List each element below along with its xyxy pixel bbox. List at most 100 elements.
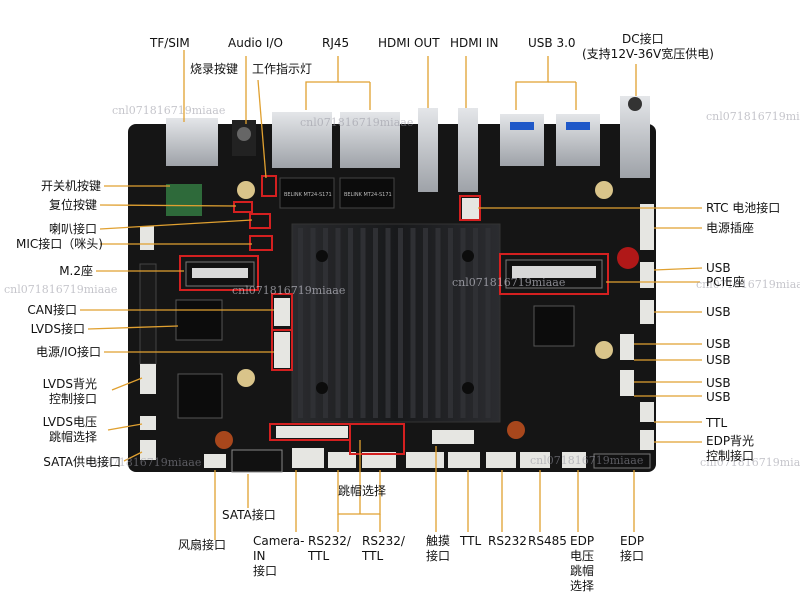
capacitor [617,247,639,269]
edp-connector [593,453,651,469]
label-usb-5: USB [706,376,731,390]
watermark: cnl071816719miaae [112,104,226,117]
usb30-port-1-tongue [510,122,534,130]
label-edp-v-4: 选择 [570,579,595,593]
label-work-led: 工作指示灯 [252,62,313,76]
can-connector [274,298,290,326]
heatsink-fin [310,228,316,418]
label-mic: MIC接口（咪头) [16,237,103,251]
mounting-hole [507,421,525,439]
label-power-io: 电源/IO接口 [35,345,101,359]
label-jumper-sel: 跳帽选择 [338,484,387,498]
label-speaker: 喇叭接口 [48,222,97,236]
label-edp-v-3: 跳帽 [570,564,595,578]
usb-header-2 [640,300,654,324]
hdmi-in-port [458,108,478,192]
label-camera-1: Camera- [253,534,305,548]
heatsink-fin [473,228,478,418]
audio-jack-hole [237,127,251,141]
label-rs232: RS232 [488,534,527,548]
label-edp-v-1: EDP [570,534,595,548]
heatsink-fin [373,228,378,418]
mounting-hole [215,431,233,449]
heatsink-fin [360,228,366,418]
label-edp-1: EDP [620,534,645,548]
lvds-v-jumper [140,416,156,430]
tf-sim-slot [166,118,218,166]
ethernet-chip-2 [339,177,395,209]
hdmi-out-port [418,108,438,192]
rs232ttl-a-connector [328,452,356,468]
rtc-connector [462,198,480,220]
ttl-bottom-connector [448,452,480,468]
label-hdmi-out: HDMI OUT [378,36,440,50]
power-io-connector [274,332,290,368]
watermark: cnl071816719miaae [4,283,118,296]
chip-marking-2: BELINK MT24-S171 [344,192,392,198]
label-lvds: LVDS接口 [30,322,85,336]
soc-left-chip [177,373,223,419]
watermark: cnl071816719miaae [706,110,800,123]
heatsink-fin [298,228,303,418]
label-dc-line1: DC接口 [622,32,664,46]
watermark: cnl071816719miaae [232,284,346,297]
mounting-hole [237,181,255,199]
label-usb-3: USB [706,337,731,351]
label-rtc: RTC 电池接口 [706,201,781,215]
label-dc-line2: (支持12V-36V宽压供电) [582,47,714,61]
label-edp-v-2: 电压 [570,549,595,563]
usb-header-4 [620,370,634,396]
rj45-port-1 [272,112,332,168]
heatsink-fin [448,228,453,418]
label-rs232ttl-a-1: RS232/ [308,534,351,548]
pcie-slot-pins [512,266,596,278]
label-tf-sim: TF/SIM [150,36,190,50]
label-lvds-bl-2: 控制接口 [48,392,97,406]
label-power-socket: 电源插座 [706,221,755,235]
label-touch-2: 接口 [426,549,451,563]
watermark: cnl071816719miaae [530,454,644,467]
dc-jack-hole [628,97,642,111]
label-camera-3: 接口 [253,564,278,578]
lvds-fpc [276,426,348,438]
label-lvds-v-1: LVDS电压 [42,415,97,429]
fan-connector [204,454,226,468]
watermark: cnl071816719miaae [696,278,800,291]
label-sata-power: SATA供电接口 [43,455,121,469]
sata-power-connector [140,440,156,460]
heatsink-fin [460,228,466,418]
label-hdmi-in: HDMI IN [450,36,499,50]
label-pcie: PCIE座 [706,275,745,289]
watermark: cnl071816719miaae [700,456,800,469]
usb-header-3 [620,334,634,360]
watermark: cnl071816719miaae [452,276,566,289]
watermark: cnl071816719miaae [300,116,414,129]
usb30-port-2-tongue [566,122,590,130]
touch-connector [406,452,444,468]
label-usb-2: USB [706,305,731,319]
lvds-bl-connector [140,364,156,394]
label-rs232ttl-b-1: RS232/ [362,534,405,548]
label-fan: 风扇接口 [178,538,227,552]
label-rj45: RJ45 [322,36,350,50]
label-usb-4: USB [706,353,731,367]
label-burn-key: 烧录按键 [190,62,239,76]
heatsink-fin [485,228,491,418]
label-lvds-v-2: 跳帽选择 [48,430,97,444]
heatsink-fin [385,228,391,418]
power-socket [640,204,654,250]
lvds-connector [175,299,223,341]
ttl-right-connector [640,402,654,422]
label-ttl-bottom: TTL [460,534,482,548]
soc-right-chip [533,305,575,347]
ethernet-chip-1 [279,177,335,209]
mounting-hole [237,369,255,387]
label-rs485: RS485 [528,534,567,548]
label-sata: SATA接口 [222,508,276,522]
m2-slot-pins [192,268,248,278]
heatsink [291,223,501,423]
label-can: CAN接口 [27,303,77,317]
rj45-port-2 [340,112,400,168]
